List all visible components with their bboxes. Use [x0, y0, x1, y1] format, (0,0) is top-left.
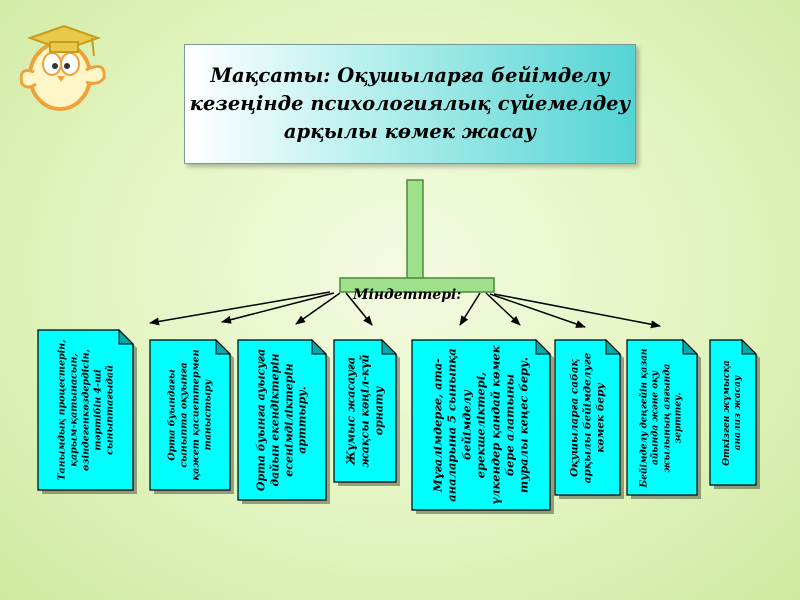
task-arrow [459, 292, 481, 326]
task-arrow [221, 292, 335, 324]
task-card-shape [709, 338, 760, 489]
task-card: Оқушыларға сабақ арқылы бейімделуге көме… [554, 338, 624, 499]
task-card-shape [149, 338, 234, 494]
task-card: Жұмыс жасауға жақсы көңіл-күй орнату [333, 338, 400, 486]
task-card-shape [626, 338, 701, 499]
task-card: Орта буындағы сыныпта оқуынға қажет қаси… [149, 338, 234, 494]
task-card-text: Өткізген жұмысқа анализ жасау [721, 359, 743, 466]
task-card: Танымдық процестерін, қарым-қатынасын, ө… [37, 328, 137, 494]
task-card: Мұғалімдерге, ата-аналарына 5 сыныпқа бе… [411, 338, 554, 514]
task-arrow [149, 291, 331, 326]
task-arrow [493, 293, 661, 329]
task-card-shape [411, 338, 554, 514]
task-card-shape [554, 338, 624, 499]
graduate-owl-icon [19, 24, 106, 111]
task-card-text: Оқушыларға сабақ арқылы бейімделуге көме… [567, 352, 607, 483]
task-arrow [295, 292, 341, 325]
task-card-text: Танымдық процестерін, қарым-қатынасын, ө… [55, 339, 115, 481]
goal-text: Мақсаты: Оқушыларға бейімделу кезеңінде … [189, 64, 631, 143]
task-card-text: Жұмыс жасауға жақсы көңіл-күй орнату [344, 354, 385, 468]
task-card-text: Бейімделу деңгейін қазан айында және оқу… [639, 348, 684, 487]
task-card: Өткізген жұмысқа анализ жасау [709, 338, 760, 489]
goal-box: Мақсаты: Оқушыларға бейімделу кезеңінде … [184, 44, 636, 164]
task-card-shape [237, 338, 330, 504]
task-arrow [345, 292, 373, 326]
task-card: Орта буынға ауысуға дайын екендіктерін е… [237, 338, 330, 504]
task-card-text: Орта буынға ауысуға дайын екендіктерін е… [254, 348, 309, 492]
task-card-text: Мұғалімдерге, ата-аналарына 5 сыныпқа бе… [430, 345, 531, 505]
tasks-label: Міндеттері: [353, 287, 462, 303]
task-card: Бейімделу деңгейін қазан айында және оқу… [626, 338, 701, 499]
task-card-text: Орта буындағы сыныпта оқуынға қажет қаси… [166, 349, 213, 481]
task-card-shape [333, 338, 400, 486]
t-connector [339, 179, 495, 293]
task-arrow [485, 292, 521, 326]
task-arrow [489, 293, 586, 328]
task-card-shape [37, 328, 137, 494]
